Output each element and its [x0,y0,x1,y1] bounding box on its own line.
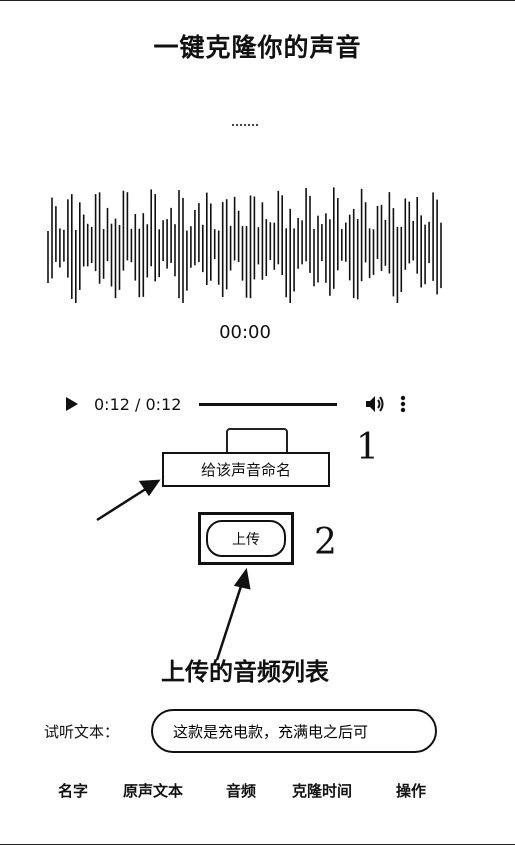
page-title: 一键克隆你的声音 [153,33,362,62]
column-header-audio: 音频 [226,782,257,800]
sample-text-label: 试听文本： [44,723,120,741]
waveform[interactable] [44,183,449,308]
sample-text-input[interactable] [151,709,437,753]
play-icon[interactable] [56,389,88,419]
column-header-clone-time: 克隆时间 [292,782,353,800]
voice-name-input[interactable] [162,452,330,487]
audio-progress-fill [199,402,338,406]
upload-button[interactable]: 上传 [198,512,294,565]
annotation-number-2: 2 [314,522,337,563]
audio-list-heading: 上传的音频列表 [161,658,329,686]
audio-player[interactable]: 0:12 / 0:12 [56,389,436,419]
top-border [0,0,515,1]
upload-label: 上传 [232,531,260,548]
annotation-number-1: 1 [356,427,379,468]
more-vert-icon[interactable] [397,392,409,416]
audio-time: 0:12 / 0:12 [94,394,182,414]
waveform-time: 00:00 [219,322,271,343]
table-header: 名字 原声文本 音频 克隆时间 操作 [0,780,515,804]
column-header-source-text: 原声文本 [123,782,184,800]
audio-progress-bar[interactable] [199,402,338,406]
tiny-mark [232,124,258,128]
column-header-actions: 操作 [396,782,427,800]
column-header-name: 名字 [58,782,89,800]
volume-icon[interactable] [363,392,387,416]
